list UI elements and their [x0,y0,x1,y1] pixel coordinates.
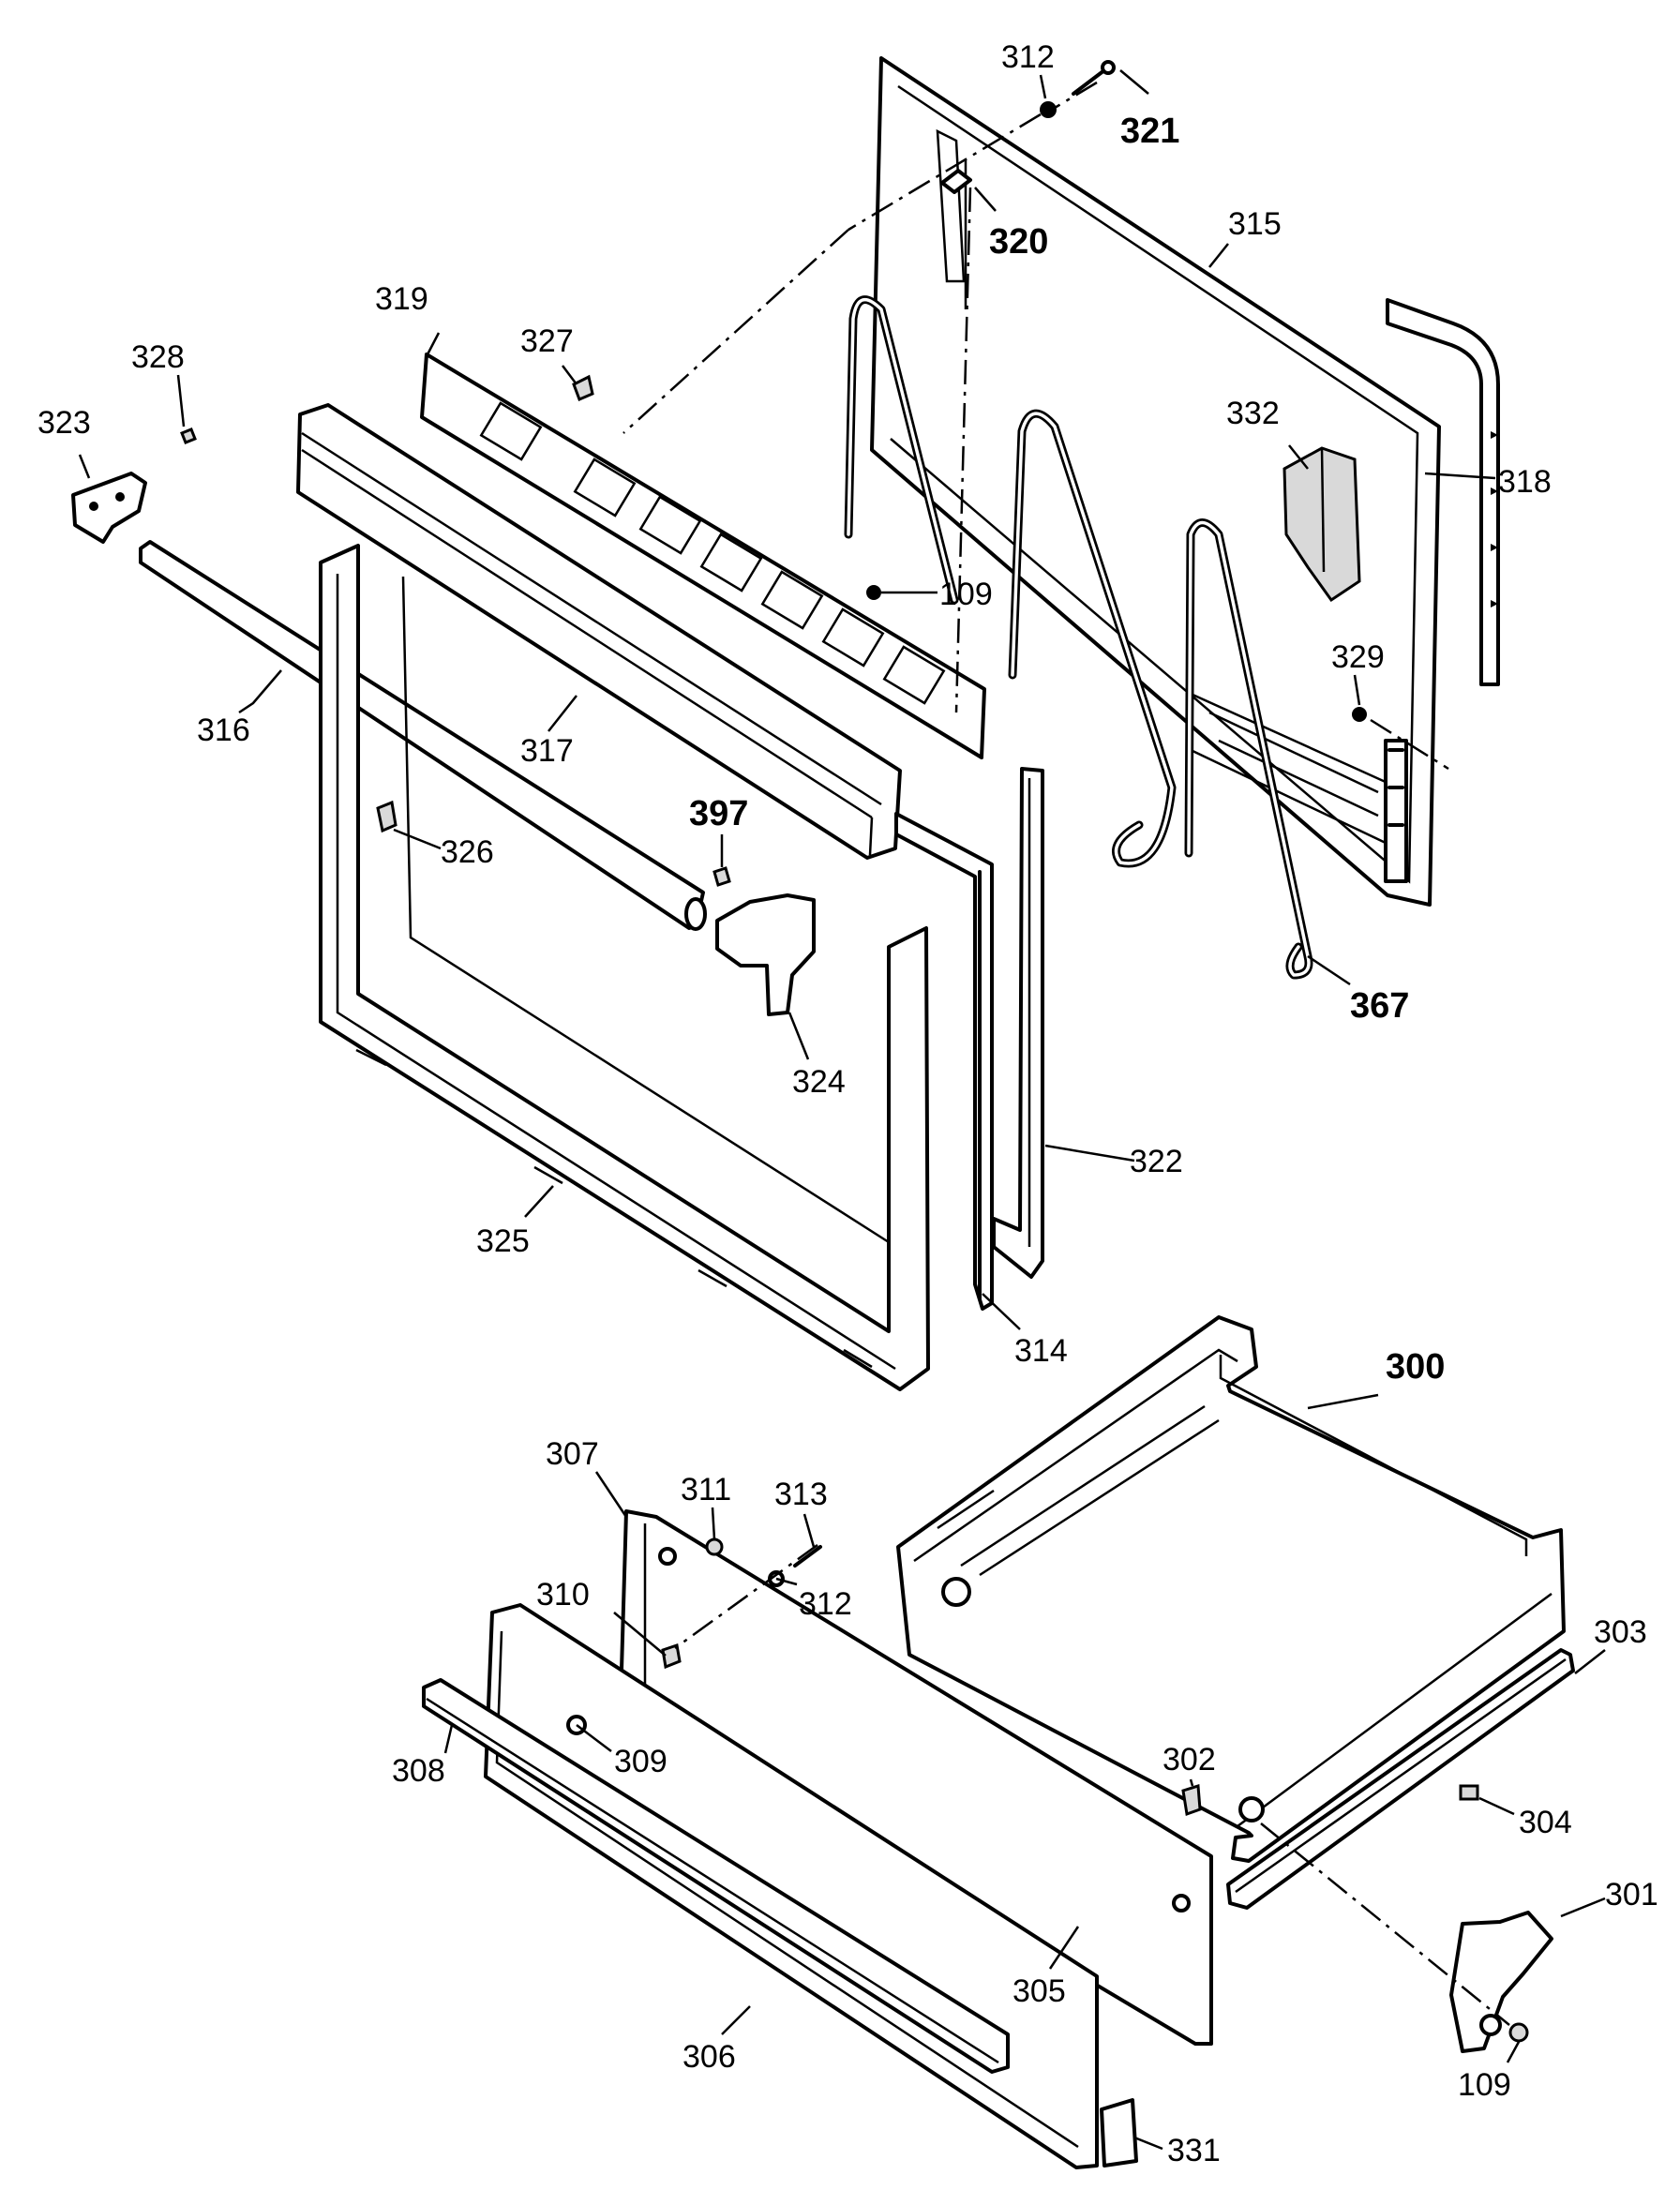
part-318-side-trim [1386,298,1500,686]
part-367-door-springs [844,295,1313,980]
label-312-top: 312 [1001,39,1055,75]
label-304: 304 [1519,1805,1572,1840]
part-300-drawer [896,1315,1566,1863]
part-331-slide [1100,2098,1138,2168]
part-325-door-frame [319,544,930,1391]
label-310: 310 [536,1577,590,1612]
part-322-side-channel [992,767,1044,1279]
label-301: 301 [1605,1877,1658,1912]
label-302: 302 [1162,1742,1216,1778]
part-326-clip [376,800,398,833]
part-328-screw [180,428,197,444]
part-304-roller [1459,1784,1479,1801]
label-329: 329 [1331,639,1385,675]
label-327: 327 [520,323,574,359]
part-317-top-trim [296,403,902,860]
alignment-lines [622,81,1510,2026]
label-313: 313 [774,1477,828,1512]
leader-lines [78,69,1606,2151]
label-312-bottom: 312 [799,1586,852,1622]
part-327-clip [572,374,594,401]
part-301-bracket [1449,1911,1553,2053]
label-308: 308 [392,1753,445,1789]
part-324-bracket [715,893,816,1016]
callout-labels: 312 321 320 315 318 319 327 328 323 332 … [38,39,1658,2168]
part-316-handle-rod [139,540,707,931]
label-322: 322 [1130,1144,1183,1179]
hardware-top [940,60,1116,194]
part-315-door-panel [870,56,1441,907]
label-328: 328 [131,339,185,375]
label-314: 314 [1014,1333,1068,1369]
label-317: 317 [520,733,574,769]
part-303-slide-rail [1226,1648,1575,1910]
label-305: 305 [1012,1973,1066,2009]
label-300: 300 [1386,1347,1445,1387]
part-332-bracket [1282,446,1361,603]
label-321: 321 [1120,112,1179,151]
part-109-nut-bottom [1508,2022,1529,2043]
label-309: 309 [614,1744,668,1779]
label-323: 323 [38,405,91,441]
part-397-screw [712,866,731,887]
label-307: 307 [546,1436,599,1472]
part-323-latch [71,472,147,544]
label-397: 397 [689,794,748,833]
label-332: 332 [1226,396,1280,431]
part-319-vent-panel [420,352,986,759]
label-367: 367 [1350,986,1409,1026]
part-308-drawer-handle [422,1678,1010,2074]
part-302-stud [1181,1784,1202,1817]
part-329-screw [1352,707,1367,722]
label-325: 325 [476,1223,530,1259]
label-319: 319 [375,281,428,317]
label-324: 324 [792,1064,846,1100]
label-303: 303 [1594,1614,1647,1650]
label-316: 316 [197,712,250,748]
label-318: 318 [1498,464,1552,500]
label-109-bottom: 109 [1458,2067,1511,2103]
label-109-top: 109 [939,577,993,612]
label-306: 306 [682,2039,736,2075]
label-311: 311 [681,1472,731,1508]
label-315: 315 [1228,206,1282,242]
label-326: 326 [441,834,494,870]
label-320: 320 [989,222,1048,262]
part-314-glass [894,812,994,1311]
label-331: 331 [1167,2133,1221,2168]
